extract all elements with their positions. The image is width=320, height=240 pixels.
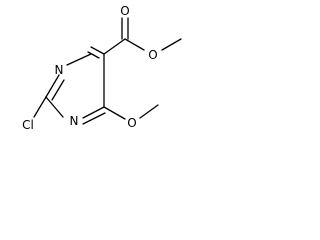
bond-n3-c4-inner xyxy=(82,112,106,125)
bond-n3-c4-outer xyxy=(82,106,105,119)
bond-carbonyl-c-o-ester xyxy=(124,38,145,51)
bond-c5-c6-inner xyxy=(87,51,100,59)
atom-cl: Cl xyxy=(22,118,34,132)
bond-c4-o-methoxy xyxy=(103,106,126,120)
chemical-structure: N N Cl O O O xyxy=(22,4,182,132)
bond-c5-carbonyl-c xyxy=(103,38,126,55)
bond-n1-c2-inner xyxy=(51,79,65,101)
bond-c6-n1 xyxy=(66,53,92,66)
bond-c2-cl xyxy=(33,96,47,118)
bond-n1-c2-outer xyxy=(45,74,60,98)
bond-o-methoxy-ch3 xyxy=(139,104,159,119)
bond-o-ester-ch3 xyxy=(161,38,182,51)
atom-o-ester: O xyxy=(148,48,157,62)
atom-n-top: N xyxy=(55,63,64,77)
bond-c5-c6-outer xyxy=(90,46,105,55)
atom-o-methoxy: O xyxy=(127,116,136,130)
bond-c2-n3 xyxy=(45,96,64,118)
atom-n-bottom: N xyxy=(70,114,79,128)
atom-o-carbonyl: O xyxy=(120,4,129,18)
